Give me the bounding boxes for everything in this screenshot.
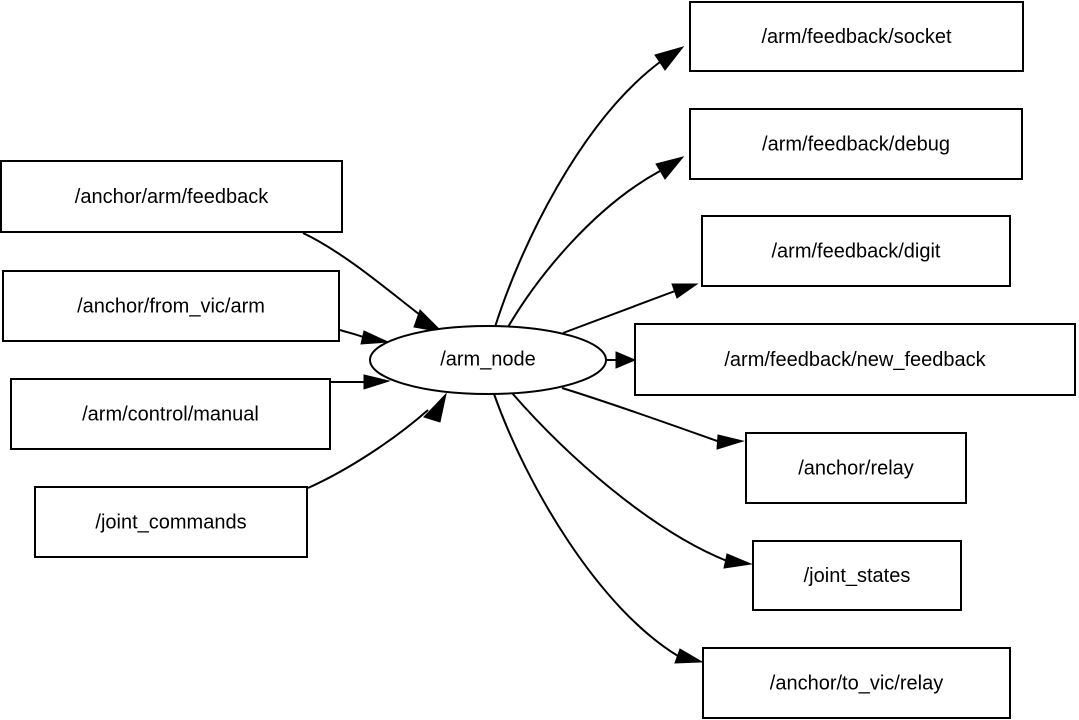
arrowhead-icon — [654, 46, 685, 71]
edge-anchor-from-vic-arm-to-arm-node[interactable] — [339, 329, 389, 345]
edge-arm-node-to-joint-states[interactable] — [511, 392, 753, 569]
edge-arm-node-to-arm-feedback-socket[interactable] — [494, 46, 685, 328]
node-box-shape — [634, 323, 1076, 396]
node-anchor-relay[interactable]: /anchor/relay — [745, 432, 967, 504]
node-box-shape — [702, 647, 1011, 719]
arrowhead-icon — [655, 156, 685, 180]
edge-layer — [302, 46, 753, 664]
node-box-shape — [701, 215, 1011, 287]
node-joint-commands[interactable]: /joint_commands — [34, 486, 308, 558]
edge-line — [507, 170, 661, 328]
node-anchor-arm-feedback[interactable]: /anchor/arm/feedback — [0, 160, 343, 233]
node-arm-node[interactable]: /arm_node — [369, 325, 607, 395]
edge-arm-node-to-arm-feedback-digit[interactable] — [562, 283, 699, 334]
node-anchor-to-vic-relay[interactable]: /anchor/to_vic/relay — [702, 647, 1011, 719]
arrowhead-icon — [716, 434, 745, 450]
arrowhead-icon — [674, 648, 704, 664]
node-arm-feedback-new-feedback[interactable]: /arm/feedback/new_feedback — [634, 323, 1076, 396]
edge-line — [493, 393, 679, 657]
edge-line — [339, 329, 367, 339]
node-box-shape — [745, 432, 967, 504]
edge-anchor-arm-feedback-to-arm-node[interactable] — [302, 232, 444, 333]
edge-line — [561, 387, 721, 443]
node-arm-feedback-digit[interactable]: /arm/feedback/digit — [701, 215, 1011, 287]
edge-arm-node-to-arm-feedback-debug[interactable] — [507, 156, 685, 328]
edge-arm-node-to-anchor-relay[interactable] — [561, 387, 745, 450]
arrowhead-icon — [413, 309, 444, 333]
arrowhead-icon — [723, 553, 753, 569]
publisher-node-layer: /anchor/arm/feedback /anchor/from_vic/ar… — [0, 160, 343, 558]
node-box-shape — [752, 540, 962, 611]
node-box-shape — [2, 270, 340, 342]
edge-arm-control-manual-to-arm-node[interactable] — [331, 374, 391, 390]
node-box-shape — [0, 160, 343, 233]
arrowhead-icon — [360, 330, 389, 345]
edge-joint-commands-to-arm-node[interactable] — [307, 392, 447, 489]
subscriber-node-layer: /arm/feedback/socket /arm/feedback/debug… — [634, 1, 1076, 719]
edge-line — [494, 61, 661, 328]
edge-arm-node-to-arm-feedback-new-feedback[interactable] — [607, 351, 637, 369]
node-box-shape — [34, 486, 308, 558]
node-box-shape — [689, 108, 1023, 180]
edge-line — [307, 409, 429, 489]
node-joint-states[interactable]: /joint_states — [752, 540, 962, 611]
node-ellipse-shape — [369, 325, 607, 395]
node-box-shape — [689, 1, 1024, 72]
node-anchor-from-vic-arm[interactable]: /anchor/from_vic/arm — [2, 270, 340, 342]
arrowhead-icon — [615, 351, 637, 369]
arrowhead-icon — [423, 392, 447, 423]
edge-arm-node-to-anchor-to-vic-relay[interactable] — [493, 393, 704, 664]
node-arm-feedback-socket[interactable]: /arm/feedback/socket — [689, 1, 1024, 72]
node-box-shape — [10, 378, 331, 450]
edge-line — [562, 290, 676, 334]
arrowhead-icon — [671, 283, 699, 299]
node-arm-control-manual[interactable]: /arm/control/manual — [10, 378, 331, 450]
node-arm-feedback-debug[interactable]: /arm/feedback/debug — [689, 108, 1023, 180]
edge-line — [302, 232, 425, 319]
arrowhead-icon — [363, 374, 391, 390]
edge-line — [511, 392, 728, 562]
